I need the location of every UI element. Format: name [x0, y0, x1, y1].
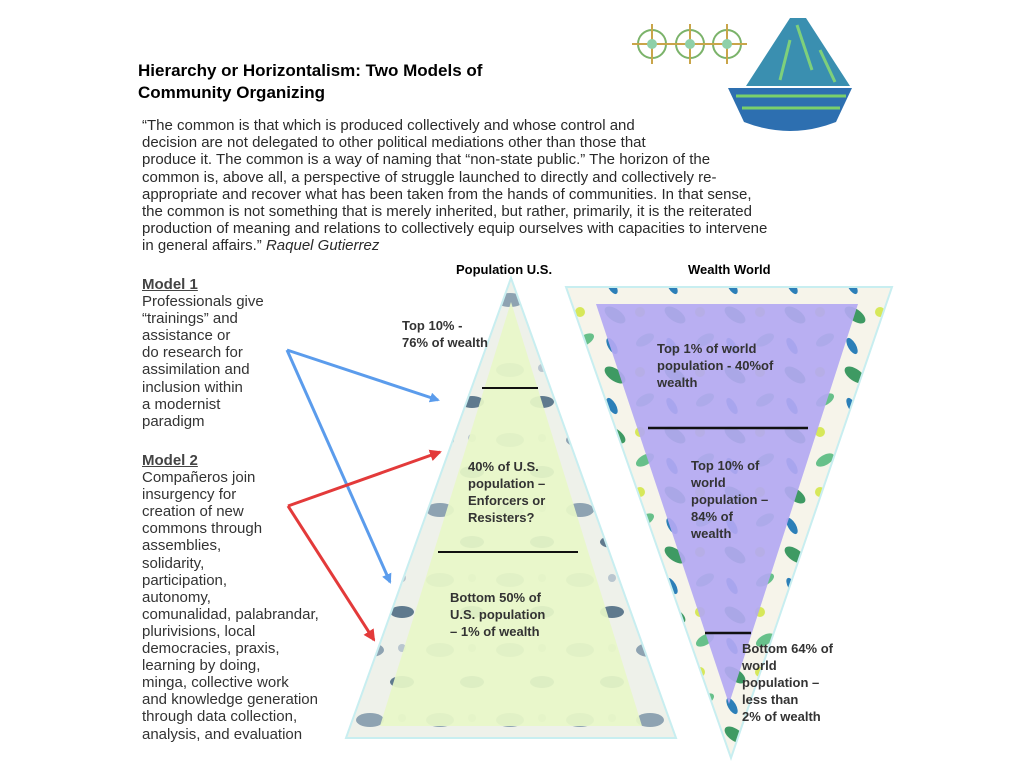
us-pyramid-title: Population U.S. [456, 262, 553, 277]
model-2-line: creation of new [142, 503, 244, 521]
model-2-description: Model 2 Compañeros join insurgency for c… [142, 452, 342, 743]
us-bottom-line: Bottom 50% of [450, 590, 541, 605]
model-2-line: minga, collective work [142, 674, 289, 692]
model-2-line: Compañeros join [142, 469, 256, 487]
basket-illustration [728, 18, 852, 131]
quote-line: “The common is that which is produced co… [142, 117, 635, 134]
us-top-line: 76% of wealth [402, 335, 488, 350]
world-middle-line: population – [691, 492, 769, 507]
quote-line: appropriate and recover what has been ta… [142, 185, 752, 203]
model-1-line: inclusion within [142, 378, 243, 396]
model-2-line: assemblies, [142, 537, 222, 555]
quote-line: produce it. The common is a way of namin… [142, 151, 711, 169]
world-middle-line: Top 10% of [691, 458, 760, 473]
model-1-line: “trainings” and [142, 310, 238, 328]
us-top-line: Top 10% - [402, 318, 463, 333]
us-pyramid [344, 275, 678, 739]
model-2-line: and knowledge generation [142, 691, 318, 709]
world-bottom-line: 2% of wealth [742, 709, 821, 724]
world-middle-label: Top 10% of world population – 84% of wea… [691, 457, 768, 542]
us-top-label: Top 10% - 76% of wealth [402, 317, 488, 351]
model-2-line: through data collection, [142, 708, 298, 726]
world-top-label: Top 1% of world population - 40%of wealt… [657, 340, 773, 391]
model-1-line: paradigm [142, 412, 205, 430]
model-2-line: solidarity, [142, 554, 205, 572]
model-2-line: participation, [142, 571, 228, 589]
blue-arrow-lower [285, 349, 392, 584]
us-pyramid-fill [380, 302, 642, 726]
model-2-line: learning by doing, [142, 657, 261, 675]
red-arrow-upper [287, 449, 442, 508]
world-bottom-line: population – [742, 675, 820, 690]
page-title: Hierarchy or Horizontalism: Two Models o… [138, 60, 558, 104]
model-1-line: Professionals give [142, 293, 264, 311]
model-1-heading: Model 1 [142, 276, 198, 293]
quote-line: the common is not something that is mere… [142, 203, 752, 221]
world-pyramid [564, 286, 894, 762]
quote-last-line: in general affairs.” Raquel Gutierrez [142, 237, 822, 254]
us-bottom-label: Bottom 50% of U.S. population – 1% of we… [450, 589, 545, 640]
world-middle-line: 84% of [691, 509, 733, 524]
model-2-line: plurivisions, local [142, 622, 256, 640]
us-middle-line: population – [468, 476, 546, 491]
world-middle-line: world [691, 475, 726, 490]
us-middle-line: Resisters? [468, 510, 535, 525]
model-2-line: autonomy, [142, 588, 211, 606]
ornament-3 [707, 24, 747, 64]
blue-arrow-upper [286, 348, 440, 403]
world-top-line: wealth [657, 375, 698, 390]
model-2-line: insurgency for [142, 486, 237, 504]
model-1-line: assistance or [142, 327, 231, 345]
quote-line: production of meaning and relations to c… [142, 220, 768, 238]
quote-line: common is, above all, a perspective of s… [142, 168, 717, 186]
model1-arrows [285, 348, 440, 584]
model-2-line: analysis, and evaluation [142, 725, 303, 743]
model2-arrows [286, 449, 442, 642]
ornament-1 [632, 24, 672, 64]
quote-block: “The common is that which is produced co… [142, 117, 822, 255]
ornament-2 [670, 24, 710, 64]
us-middle-line: 40% of U.S. [468, 459, 539, 474]
world-middle-line: wealth [691, 526, 732, 541]
us-middle-label: 40% of U.S. population – Enforcers or Re… [468, 458, 545, 526]
model-1-line: assimilation and [142, 361, 250, 379]
quote-line: decision are not delegated to other poli… [142, 134, 646, 152]
model-1-description: Model 1 Professionals give “trainings” a… [142, 276, 292, 430]
world-pyramid-fill [596, 304, 858, 704]
model-1-line: a modernist [142, 395, 221, 413]
title-line-1: Hierarchy or Horizontalism: Two Models o… [138, 61, 483, 80]
world-bottom-label: Bottom 64% of world population – less th… [742, 640, 833, 725]
model-2-line: comunalidad, palabrandar, [142, 605, 319, 623]
world-bottom-line: world [742, 658, 777, 673]
model-2-line: democracies, praxis, [142, 640, 280, 658]
us-bottom-line: – 1% of wealth [450, 624, 540, 639]
quote-author: Raquel Gutierrez [265, 237, 380, 255]
world-bottom-line: Bottom 64% of [742, 641, 833, 656]
us-bottom-line: U.S. population [450, 607, 546, 622]
red-arrow-lower [286, 505, 376, 642]
model-2-heading: Model 2 [142, 452, 198, 469]
world-top-line: Top 1% of world [657, 341, 757, 356]
world-pyramid-title: Wealth World [688, 262, 771, 277]
world-bottom-line: less than [742, 692, 799, 707]
us-middle-line: Enforcers or [468, 493, 546, 508]
model-1-line: do research for [142, 344, 243, 362]
model-2-line: commons through [142, 520, 263, 538]
world-top-line: population - 40%of [657, 358, 774, 373]
ornament-motifs [632, 24, 747, 64]
quote-ending: in general affairs.” [142, 237, 262, 255]
title-line-2: Community Organizing [138, 83, 325, 102]
